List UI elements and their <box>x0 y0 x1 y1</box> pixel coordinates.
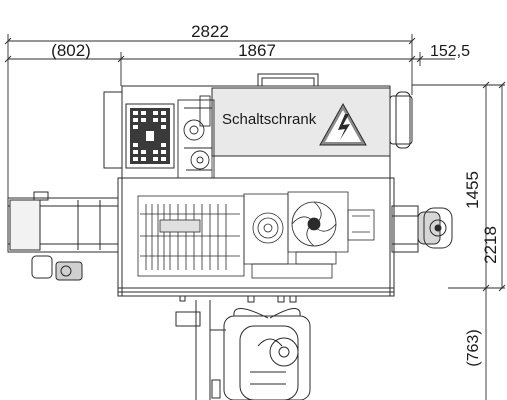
dim-bottom-offset: (763) <box>465 329 482 366</box>
dim-right-offset: 152,5 <box>430 43 470 60</box>
central-machinery <box>137 191 375 279</box>
dim-left-offset: (802) <box>51 41 91 60</box>
high-voltage-warning-icon <box>319 102 367 146</box>
control-cabinet: Schaltschrank <box>211 87 391 179</box>
dim-main-width: 1867 <box>238 41 276 60</box>
left-conveyor <box>7 191 119 281</box>
bottom-assembly <box>175 300 311 400</box>
dimension-lines <box>4 34 506 400</box>
right-motor <box>391 205 453 253</box>
fan-grille <box>125 103 175 169</box>
dim-overall-width: 2822 <box>191 22 229 41</box>
gear-mechanism <box>177 95 215 179</box>
control-cabinet-label: Schaltschrank <box>222 111 317 128</box>
dim-main-height: 1455 <box>463 171 482 209</box>
dim-overall-height: 2218 <box>481 226 500 264</box>
